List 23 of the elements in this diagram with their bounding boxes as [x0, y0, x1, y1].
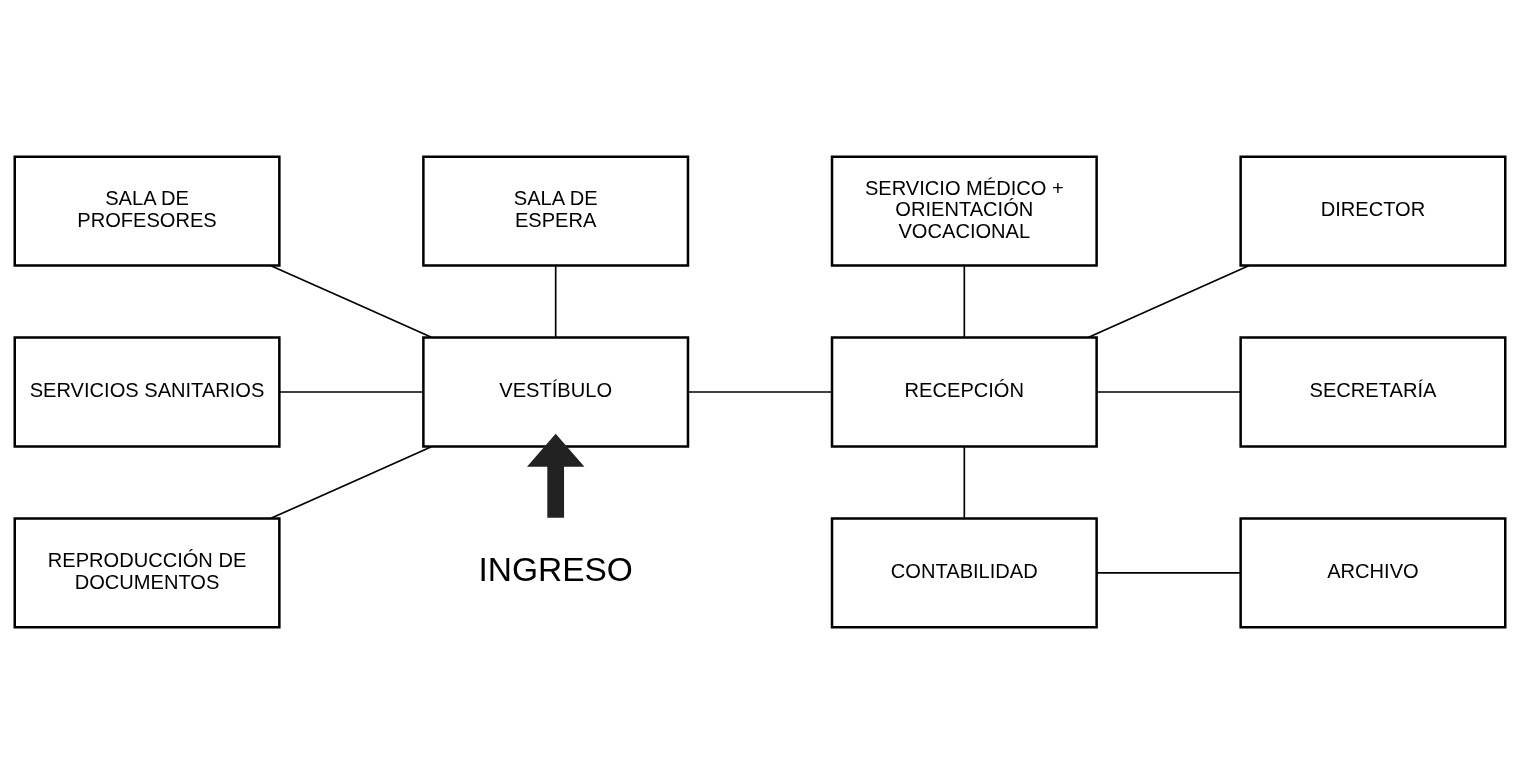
connector: [1087, 264, 1250, 338]
node-box: DIRECTOR: [1239, 154, 1507, 267]
connector: [1096, 571, 1241, 574]
node-box: RECEPCIÓN: [830, 335, 1098, 448]
node-box: VESTÍBULO: [422, 335, 690, 448]
connector: [270, 264, 433, 338]
node-box: CONTABILIDAD: [830, 516, 1098, 629]
connector: [963, 264, 966, 338]
node-box: SECRETARÍA: [1239, 335, 1507, 448]
connector: [963, 445, 966, 519]
node-box: REPRODUCCIÓN DE DOCUMENTOS: [13, 516, 281, 629]
node-box: SALA DE ESPERA: [422, 154, 690, 267]
connector: [687, 390, 833, 393]
connector: [1096, 390, 1241, 393]
connector: [554, 264, 557, 338]
node-box: SALA DE PROFESORES: [13, 154, 281, 267]
node-box: ARCHIVO: [1239, 516, 1507, 629]
node-box: SERVICIOS SANITARIOS: [13, 335, 281, 448]
connector: [278, 390, 424, 393]
node-text: INGRESO: [478, 550, 633, 588]
connector: [270, 445, 433, 519]
arrow: [526, 433, 585, 518]
node-box: SERVICIO MÉDICO + ORIENTACIÓN VOCACIONAL: [830, 154, 1098, 267]
